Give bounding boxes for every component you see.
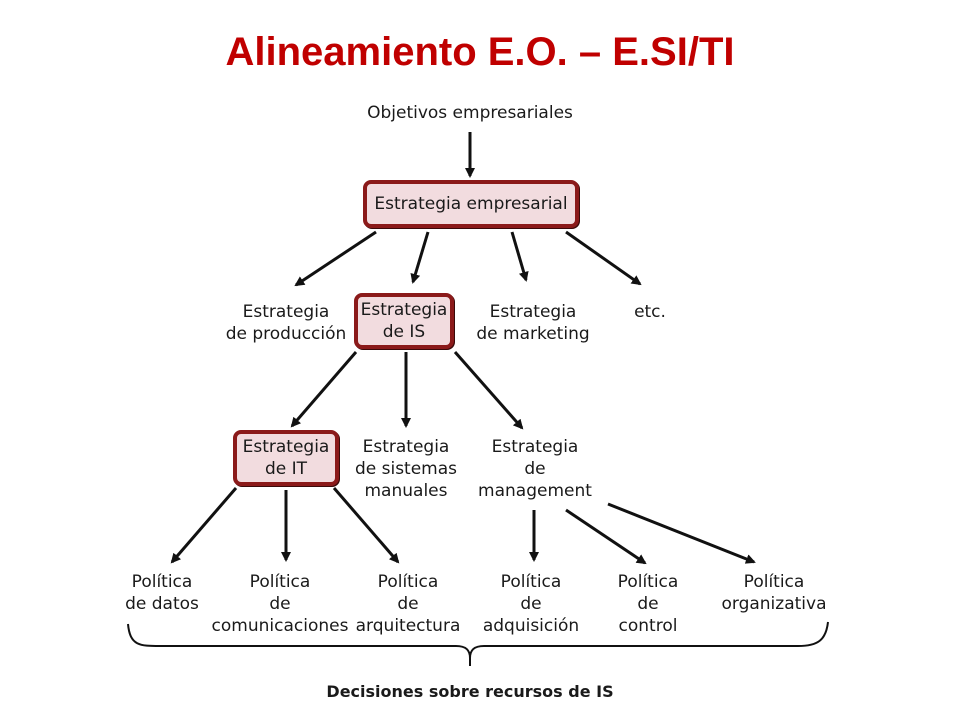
decisiones-recursos-is-label: Decisiones sobre recursos de IS	[326, 682, 614, 701]
estrategia-it-label: Estrategia de IT	[242, 437, 330, 479]
etc-label: etc.	[634, 302, 666, 322]
politica-arquitectura-label: Política de arquitectura	[355, 572, 461, 636]
politica-comunicaciones-label: Política de comunicaciones	[211, 572, 349, 636]
arrow-management-to-organizativa	[607, 502, 756, 564]
estrategia-empresarial-box	[363, 180, 579, 228]
arrow-is-to-management	[453, 351, 524, 430]
estrategia-is-label: Estrategia de IS	[360, 300, 448, 342]
estrategia-sistemas-manuales-label: Estrategia de sistemas manuales	[354, 437, 458, 501]
arrow-it-to-datos	[170, 487, 238, 564]
arrow-management-to-control	[565, 508, 647, 565]
estrategia-management-label: Estrategia de management	[478, 437, 592, 501]
politica-adquisicion-label: Política de adquisición	[482, 572, 580, 636]
arrow-empresarial-to-produccion	[294, 230, 377, 287]
politica-datos-label: Política de datos	[125, 572, 199, 614]
arrow-empresarial-to-is	[410, 231, 430, 284]
politica-control-label: Política de control	[617, 572, 679, 636]
estrategia-produccion-label: Estrategia de producción	[225, 302, 347, 344]
slide-title: Alineamiento E.O. – E.SI/TI	[225, 30, 735, 74]
arrow-is-to-it	[290, 351, 358, 428]
arrow-it-to-arquitectura	[332, 487, 400, 564]
estrategia-is-box	[354, 293, 454, 349]
estrategia-it-box	[233, 430, 339, 486]
estrategia-empresarial-label: Estrategia empresarial	[374, 194, 568, 214]
politica-organizativa-label: Política organizativa	[721, 572, 827, 614]
arrow-empresarial-to-etc	[565, 230, 642, 286]
estrategia-marketing-label: Estrategia de marketing	[476, 302, 590, 344]
arrow-empresarial-to-marketing	[510, 231, 529, 282]
objetivos-empresariales-label: Objetivos empresariales	[367, 103, 573, 123]
